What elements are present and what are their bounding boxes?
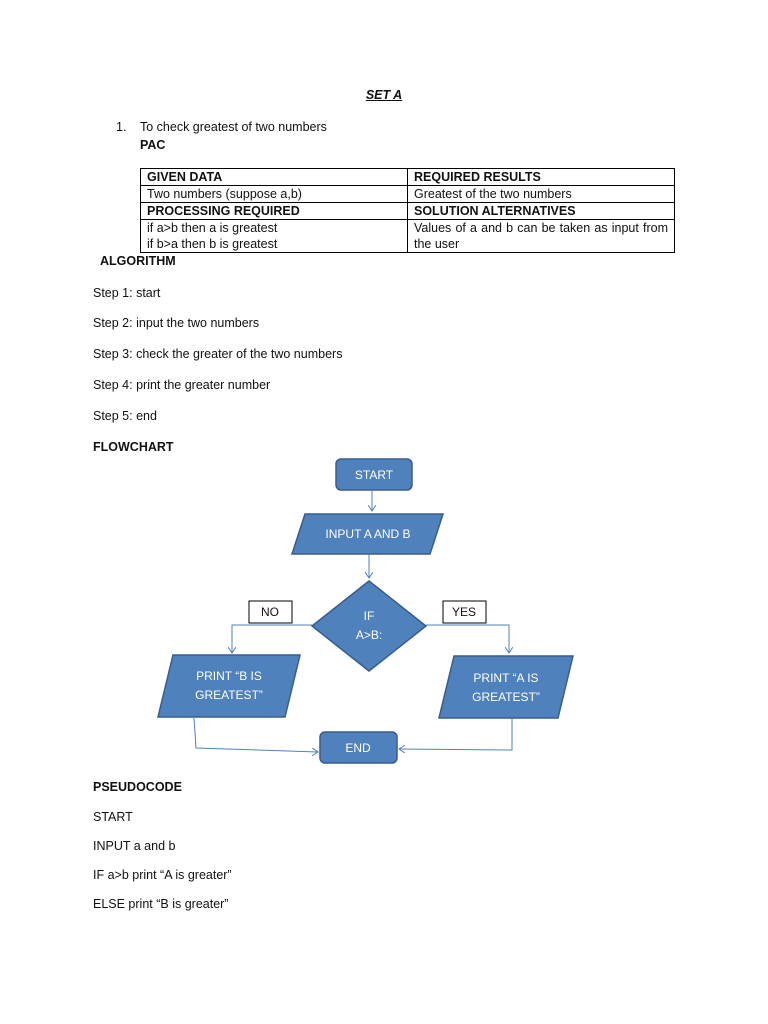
pac-table: GIVEN DATA REQUIRED RESULTS Two numbers …	[140, 168, 675, 253]
pseudocode-line: ELSE print “B is greater”	[93, 897, 229, 911]
connector-decision-yes	[426, 624, 509, 653]
no-label: NO	[261, 605, 279, 619]
decision-label-line1: IF	[364, 609, 375, 623]
solution-header: SOLUTION ALTERNATIVES	[407, 202, 675, 220]
end-label: END	[345, 741, 371, 755]
print-a-label-line2: GREATEST”	[472, 690, 540, 704]
pseudocode-line: IF a>b print “A is greater”	[93, 868, 232, 882]
flowchart-diagram: START INPUT A AND B IF A>B: NO YES PRINT…	[157, 458, 574, 764]
algorithm-step: Step 4: print the greater number	[93, 378, 271, 392]
pseudocode-line: START	[93, 810, 133, 824]
pseudocode-line: INPUT a and b	[93, 839, 176, 853]
start-terminal	[335, 458, 413, 491]
connector-printb-end	[193, 717, 318, 752]
no-label-box	[248, 600, 293, 624]
print-a-parallelogram	[438, 655, 574, 719]
algorithm-step: Step 2: input the two numbers	[93, 316, 260, 330]
print-a-label-line1: PRINT “A IS	[473, 671, 538, 685]
decision-diamond	[310, 580, 428, 672]
processing-header: PROCESSING REQUIRED	[140, 202, 408, 220]
question-number: 1.	[116, 120, 127, 134]
algorithm-step: Step 1: start	[93, 286, 161, 300]
connector-decision-no	[232, 624, 312, 653]
set-title: SET A	[365, 88, 403, 102]
print-b-parallelogram	[157, 654, 301, 718]
start-label: START	[355, 468, 394, 482]
print-b-label-line2: GREATEST”	[195, 688, 263, 702]
input-label: INPUT A AND B	[325, 527, 410, 541]
table-row: Two numbers (suppose a,b) Greatest of th…	[140, 185, 675, 203]
required-results-value: Greatest of the two numbers	[407, 185, 675, 203]
table-row: PROCESSING REQUIRED SOLUTION ALTERNATIVE…	[140, 202, 675, 220]
decision-label-line2: A>B:	[356, 628, 382, 642]
yes-label: YES	[452, 605, 476, 619]
table-row: if a>b then a is greatest if b>a then b …	[140, 219, 675, 253]
pseudocode-heading: PSEUDOCODE	[93, 780, 182, 794]
processing-line: if b>a then b is greatest	[147, 237, 278, 251]
processing-cell: if a>b then a is greatest if b>a then b …	[140, 219, 408, 253]
table-row: GIVEN DATA REQUIRED RESULTS	[140, 168, 675, 186]
solution-value: Values of a and b can be taken as input …	[407, 219, 675, 253]
pac-heading: PAC	[140, 138, 166, 152]
algorithm-step: Step 5: end	[93, 409, 157, 423]
connector-printa-end	[399, 718, 513, 750]
flowchart-heading: FLOWCHART	[93, 440, 174, 454]
input-parallelogram	[290, 513, 445, 555]
processing-line: if a>b then a is greatest	[147, 221, 278, 235]
given-data-header: GIVEN DATA	[140, 168, 408, 186]
algorithm-step: Step 3: check the greater of the two num…	[93, 347, 343, 361]
print-b-label-line1: PRINT “B IS	[196, 669, 262, 683]
end-terminal	[319, 731, 398, 764]
given-data-value: Two numbers (suppose a,b)	[140, 185, 408, 203]
algorithm-heading: ALGORITHM	[100, 254, 176, 268]
yes-label-box	[442, 600, 487, 624]
required-results-header: REQUIRED RESULTS	[407, 168, 675, 186]
question-text: To check greatest of two numbers	[140, 120, 327, 134]
